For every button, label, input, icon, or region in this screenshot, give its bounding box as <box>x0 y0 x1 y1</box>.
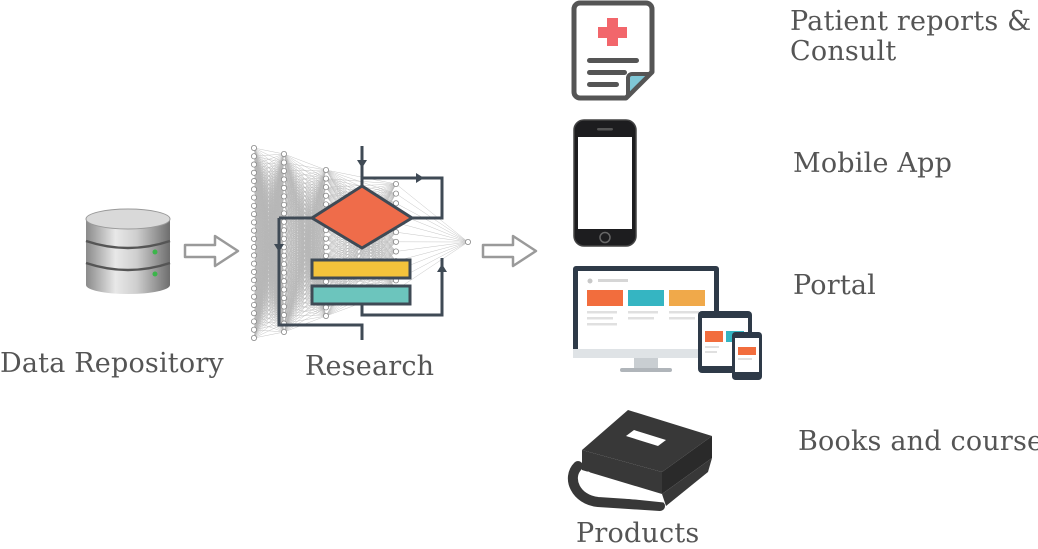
network-node <box>251 178 256 183</box>
network-edge <box>396 232 468 242</box>
network-node <box>251 236 256 241</box>
network-node <box>281 185 286 190</box>
network-node <box>281 236 286 241</box>
network-node <box>281 279 286 284</box>
network-node <box>281 287 286 292</box>
network-node <box>323 176 328 181</box>
network-node <box>251 154 256 159</box>
network-node <box>281 202 286 207</box>
network-node <box>281 295 286 300</box>
network-node <box>251 253 256 258</box>
network-node <box>251 220 256 225</box>
network-node <box>251 278 256 283</box>
network-node <box>323 167 328 172</box>
network-node <box>323 193 328 198</box>
research-label: Research <box>305 351 434 382</box>
network-node <box>251 311 256 316</box>
flow-arrow-icon <box>481 233 539 269</box>
patient-reports-label-line1: Patient reports & <box>790 6 1031 37</box>
data-repository-label: Data Repository <box>0 348 224 379</box>
network-node <box>393 191 398 196</box>
network-node <box>281 253 286 258</box>
network-node <box>281 151 286 156</box>
network-node <box>251 335 256 340</box>
database-icon <box>82 205 174 295</box>
portal-label: Portal <box>793 270 876 301</box>
smartphone-icon <box>573 119 637 247</box>
network-node <box>251 269 256 274</box>
network-node <box>281 228 286 233</box>
network-node <box>281 168 286 173</box>
network-node <box>465 239 470 244</box>
network-node <box>393 239 398 244</box>
network-node <box>281 194 286 199</box>
network-node <box>281 270 286 275</box>
network-edge <box>396 223 468 242</box>
network-node <box>281 219 286 224</box>
network-edge <box>396 242 468 261</box>
network-node <box>251 286 256 291</box>
network-node <box>323 305 328 310</box>
network-edge <box>254 332 284 338</box>
responsive-devices-icon <box>572 265 764 381</box>
network-node <box>251 211 256 216</box>
network-node <box>323 245 328 250</box>
network-node <box>251 319 256 324</box>
mobile-app-label: Mobile App <box>793 148 952 179</box>
network-node <box>323 313 328 318</box>
flow-arrow-icon <box>183 233 241 269</box>
network-node <box>251 145 256 150</box>
network-node <box>251 302 256 307</box>
network-node <box>323 253 328 258</box>
network-node <box>251 195 256 200</box>
network-node <box>251 203 256 208</box>
neural-flowchart-icon <box>244 140 474 345</box>
network-node <box>251 162 256 167</box>
medical-report-icon <box>570 0 656 103</box>
network-node <box>251 187 256 192</box>
patient-reports-label-line2: Consult <box>790 36 896 67</box>
network-node <box>251 245 256 250</box>
network-edge <box>396 242 468 251</box>
network-node <box>251 228 256 233</box>
network-edge <box>254 148 284 154</box>
network-node <box>251 327 256 332</box>
network-node <box>281 211 286 216</box>
network-node <box>281 177 286 182</box>
network-node <box>281 304 286 309</box>
products-label: Products <box>576 518 699 549</box>
network-node <box>251 294 256 299</box>
network-node <box>323 185 328 190</box>
network-node <box>393 249 398 254</box>
network-node <box>323 236 328 241</box>
network-node <box>281 329 286 334</box>
network-node <box>281 312 286 317</box>
network-node <box>323 279 328 284</box>
network-node <box>393 181 398 186</box>
books-courses-label: Books and courses <box>798 426 1038 457</box>
book-icon <box>570 408 716 508</box>
network-node <box>251 170 256 175</box>
network-node <box>251 261 256 266</box>
network-node <box>281 160 286 165</box>
network-node <box>281 262 286 267</box>
